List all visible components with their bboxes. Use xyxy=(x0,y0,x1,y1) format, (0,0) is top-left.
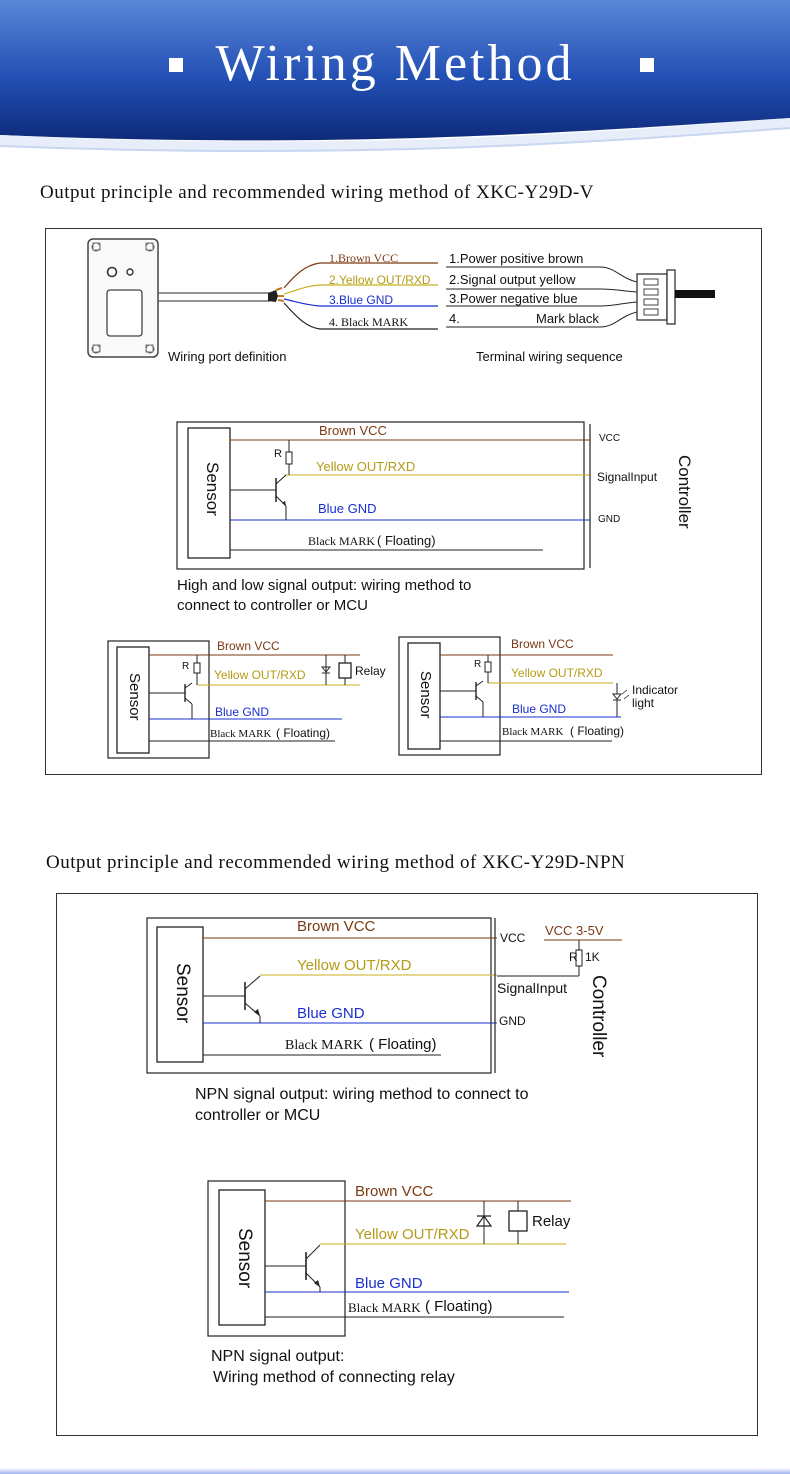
section-npn-panel xyxy=(56,893,758,1436)
section-npn-title: Output principle and recommended wiring … xyxy=(46,852,626,873)
hl-yellow-label: Yellow OUT/RXD xyxy=(316,459,416,474)
npn-relay-sensor-label: Sensor xyxy=(234,1228,255,1289)
hl-controller-diagram xyxy=(176,421,591,570)
relay-brown-label: Brown VCC xyxy=(217,639,280,653)
indicator-light-label-1: Indicator xyxy=(632,683,679,697)
page-title: Wiring Method xyxy=(215,35,575,92)
terminal-label-4-num: 4. xyxy=(449,311,460,326)
hl-floating-label: ( Floating) xyxy=(377,533,436,548)
npn-relay-yellow-label: Yellow OUT/RXD xyxy=(355,1226,470,1243)
npn-relay-caption-line-1: NPN signal output: xyxy=(211,1348,345,1365)
npn-resistor-label: R xyxy=(569,950,578,964)
relay-label: Relay xyxy=(355,664,386,678)
banner-square-left-icon xyxy=(169,58,183,72)
hl-caption-line-1: High and low signal output: wiring metho… xyxy=(177,577,472,594)
indicator-brown-label: Brown VCC xyxy=(511,637,574,651)
npn-black-label: Black MARK xyxy=(285,1038,364,1053)
sensor-module-drawing xyxy=(87,238,438,358)
terminal-caption: Terminal wiring sequence xyxy=(476,349,623,364)
hl-relay-diagram xyxy=(107,640,360,759)
port-caption: Wiring port definition xyxy=(168,349,287,364)
hl-indicator-diagram xyxy=(398,636,630,756)
npn-relay-caption-line-2: Wiring method of connecting relay xyxy=(213,1369,455,1386)
section-v-diagrams xyxy=(87,238,715,759)
relay-resistor-label: R xyxy=(182,661,190,672)
npn-relay-black-label: Black MARK xyxy=(348,1300,421,1315)
hl-brown-label: Brown VCC xyxy=(319,423,387,438)
npn-caption-line-2: controller or MCU xyxy=(195,1107,321,1124)
indicator-sensor-label: Sensor xyxy=(417,671,434,719)
relay-floating-label: ( Floating) xyxy=(276,726,331,740)
hl-gnd-label: GND xyxy=(598,514,621,525)
npn-gnd-label: GND xyxy=(499,1014,526,1028)
relay-blue-label: Blue GND xyxy=(215,705,270,719)
hl-caption-line-2: connect to controller or MCU xyxy=(177,597,368,614)
wire-label-black: 4. Black MARK xyxy=(329,315,408,329)
npn-blue-label: Blue GND xyxy=(297,1005,365,1022)
hl-sensor-label: Sensor xyxy=(203,462,222,516)
hl-controller-label: Controller xyxy=(675,455,694,529)
hl-resistor-label: R xyxy=(274,448,282,460)
hl-blue-label: Blue GND xyxy=(318,501,377,516)
bottom-divider xyxy=(0,1468,790,1474)
npn-resistor-value: 1K xyxy=(585,950,600,964)
indicator-black-label: Black MARK xyxy=(502,726,564,738)
wire-label-blue: 3.Blue GND xyxy=(329,293,394,307)
indicator-floating-label: ( Floating) xyxy=(570,724,625,738)
terminal-label-2: 2.Signal output yellow xyxy=(449,272,576,287)
npn-controller-label: Controller xyxy=(588,975,609,1058)
terminal-connector-drawing xyxy=(446,266,715,328)
indicator-resistor-label: R xyxy=(474,659,482,670)
section-v-panel xyxy=(45,228,762,775)
npn-relay-floating-label: ( Floating) xyxy=(425,1298,493,1315)
wire-label-yellow: 2.Yellow OUT/RXD xyxy=(329,273,431,287)
npn-relay-label: Relay xyxy=(532,1213,571,1230)
npn-floating-label: ( Floating) xyxy=(369,1036,437,1053)
indicator-blue-label: Blue GND xyxy=(512,702,567,716)
relay-sensor-label: Sensor xyxy=(126,673,143,721)
wire-label-brown: 1.Brown VCC xyxy=(329,251,399,265)
relay-black-label: Black MARK xyxy=(210,728,272,740)
npn-relay-brown-label: Brown VCC xyxy=(355,1183,434,1200)
relay-yellow-label: Yellow OUT/RXD xyxy=(214,668,306,682)
npn-caption-line-1: NPN signal output: wiring method to conn… xyxy=(195,1086,529,1103)
npn-sensor-label: Sensor xyxy=(172,963,193,1024)
banner-background xyxy=(0,0,790,153)
hl-black-label: Black MARK xyxy=(308,534,375,548)
npn-vcc-range-label: VCC 3-5V xyxy=(545,923,604,938)
section-v-title: Output principle and recommended wiring … xyxy=(40,182,594,203)
terminal-label-4-text: Mark black xyxy=(536,311,599,326)
npn-vcc-label: VCC xyxy=(500,931,526,945)
indicator-light-label-2: light xyxy=(632,696,655,710)
npn-brown-label: Brown VCC xyxy=(297,918,376,935)
npn-signal-label: SignalInput xyxy=(497,980,568,996)
hl-signal-label: SignalInput xyxy=(597,470,658,484)
terminal-label-1: 1.Power positive brown xyxy=(449,251,584,266)
terminal-label-3: 3.Power negative blue xyxy=(449,291,578,306)
npn-relay-blue-label: Blue GND xyxy=(355,1275,423,1292)
hl-vcc-label: VCC xyxy=(599,433,621,444)
npn-yellow-label: Yellow OUT/RXD xyxy=(297,957,412,974)
indicator-yellow-label: Yellow OUT/RXD xyxy=(511,666,603,680)
banner-square-right-icon xyxy=(640,58,654,72)
header-banner: Wiring Method xyxy=(0,0,790,165)
